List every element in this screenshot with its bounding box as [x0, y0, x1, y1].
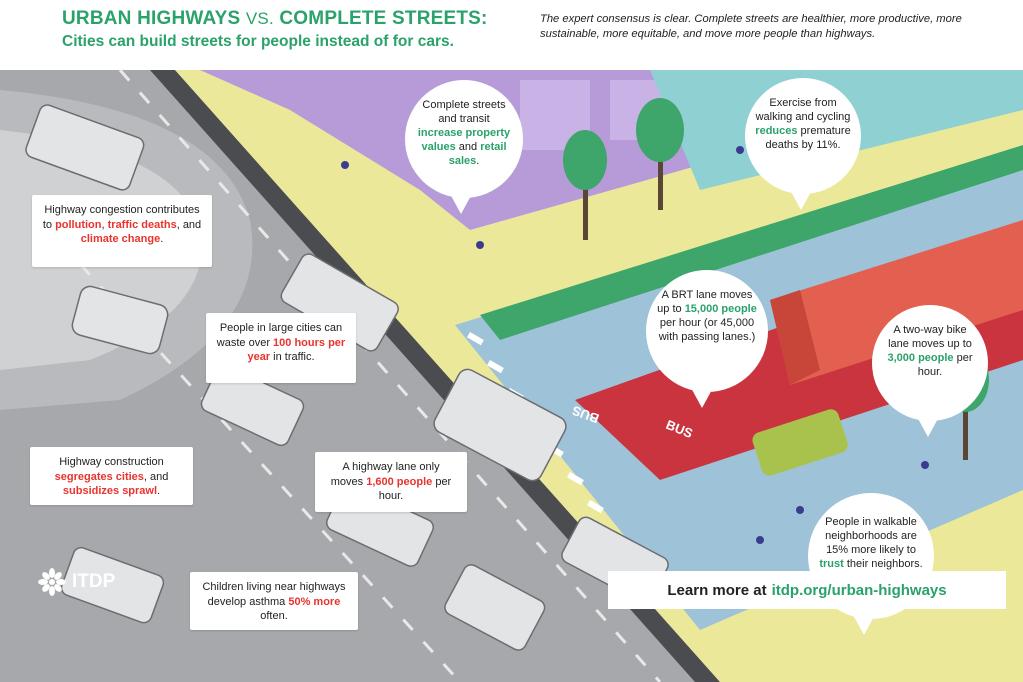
tree: [636, 98, 684, 210]
callout-construction: Highway construction segregates cities, …: [30, 447, 193, 505]
brt-bus: [770, 220, 1023, 385]
bubble-exercise: Exercise from walking and cycling reduce…: [745, 78, 861, 210]
header: URBAN HIGHWAYS VS. COMPLETE STREETS: Cit…: [0, 0, 1023, 70]
pedestrian: [341, 146, 929, 544]
callout-highway-lane: A highway lane only moves 1,600 people p…: [315, 452, 467, 512]
learn-more-link[interactable]: itdp.org/urban-highways: [771, 581, 947, 599]
bubble-brt-lane: A BRT lane moves up to 15,000 people per…: [646, 270, 768, 408]
tree: [563, 130, 607, 240]
highway-lane-markings: [38, 70, 662, 682]
itdp-logo: ITDP: [38, 568, 115, 596]
learn-more-banner[interactable]: Learn more at itdp.org/urban-highways: [608, 571, 1006, 609]
itdp-logo-icon: [38, 568, 66, 596]
learn-more-text: Learn more at: [667, 581, 767, 599]
title-vs: VS.: [245, 9, 274, 28]
callout-asthma: Children living near highways develop as…: [190, 572, 358, 630]
bubble-bike-lane: A two-way bike lane moves up to 3,000 pe…: [872, 305, 988, 437]
title-part1: URBAN HIGHWAYS: [62, 8, 241, 29]
consensus-text: The expert consensus is clear. Complete …: [540, 13, 962, 40]
car: [752, 409, 848, 476]
page-title: URBAN HIGHWAYS VS. COMPLETE STREETS:: [62, 8, 488, 30]
bubble-property-values: Complete streets and transit increase pr…: [405, 80, 523, 214]
bike-lane-strip: [480, 145, 1023, 340]
title-part2: COMPLETE STREETS:: [279, 8, 488, 29]
itdp-logo-text: ITDP: [72, 571, 116, 592]
callout-traffic-waste: People in large cities can waste over 10…: [206, 313, 356, 383]
callout-congestion: Highway congestion contributes to pollut…: [32, 195, 212, 267]
page-subtitle: Cities can build streets for people inst…: [62, 33, 454, 50]
